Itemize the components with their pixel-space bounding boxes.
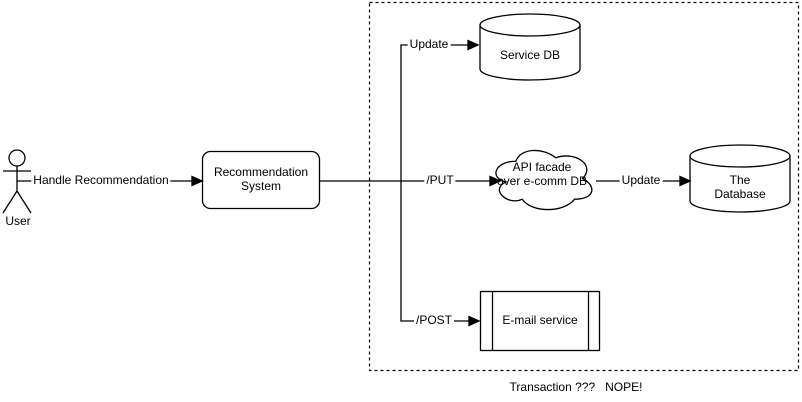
cylinder-lip	[479, 24, 581, 37]
email-service-component[interactable]	[479, 290, 601, 352]
the-database-cylinder[interactable]	[689, 144, 791, 213]
edge-label-update-database: Update	[619, 173, 663, 188]
email-service-label: E-mail service	[502, 313, 578, 328]
service-db-cylinder[interactable]	[479, 13, 581, 81]
transaction-boundary	[368, 1, 800, 372]
cylinder-lip	[689, 155, 791, 168]
edge-post	[400, 181, 481, 327]
edge-label-update-service: Update	[407, 37, 451, 52]
arrowhead	[679, 175, 692, 187]
actor-body	[2, 166, 32, 214]
cylinder-outline	[479, 13, 581, 81]
service-db-label: Service DB	[499, 48, 561, 63]
arrowhead	[467, 39, 480, 51]
component-inner-bars	[491, 291, 590, 351]
user-actor[interactable]	[2, 149, 32, 214]
actor-head	[8, 149, 26, 167]
edge-update-service-db	[400, 39, 480, 181]
arrowhead	[191, 175, 204, 187]
component-outline	[479, 290, 601, 352]
user-label: User	[5, 214, 31, 229]
api-facade-label: API facade over e-comm DB	[496, 160, 588, 188]
arrowhead	[468, 315, 481, 327]
edge-label-put: /PUT	[424, 173, 456, 188]
edge-label-handle-recommendation: Handle Recommendation	[31, 173, 171, 188]
recommendation-system-node[interactable]	[201, 150, 321, 210]
edge-label-post: /POST	[413, 313, 455, 328]
arrowhead	[489, 175, 502, 187]
the-database-label: The Database	[714, 173, 766, 201]
recommendation-system-label: Recommendation System	[213, 165, 309, 193]
edge-put	[320, 175, 502, 187]
transaction-caption: Transaction ??? NOPE!	[509, 380, 643, 395]
api-facade-cloud[interactable]	[495, 149, 593, 211]
cylinder-outline	[689, 144, 791, 213]
